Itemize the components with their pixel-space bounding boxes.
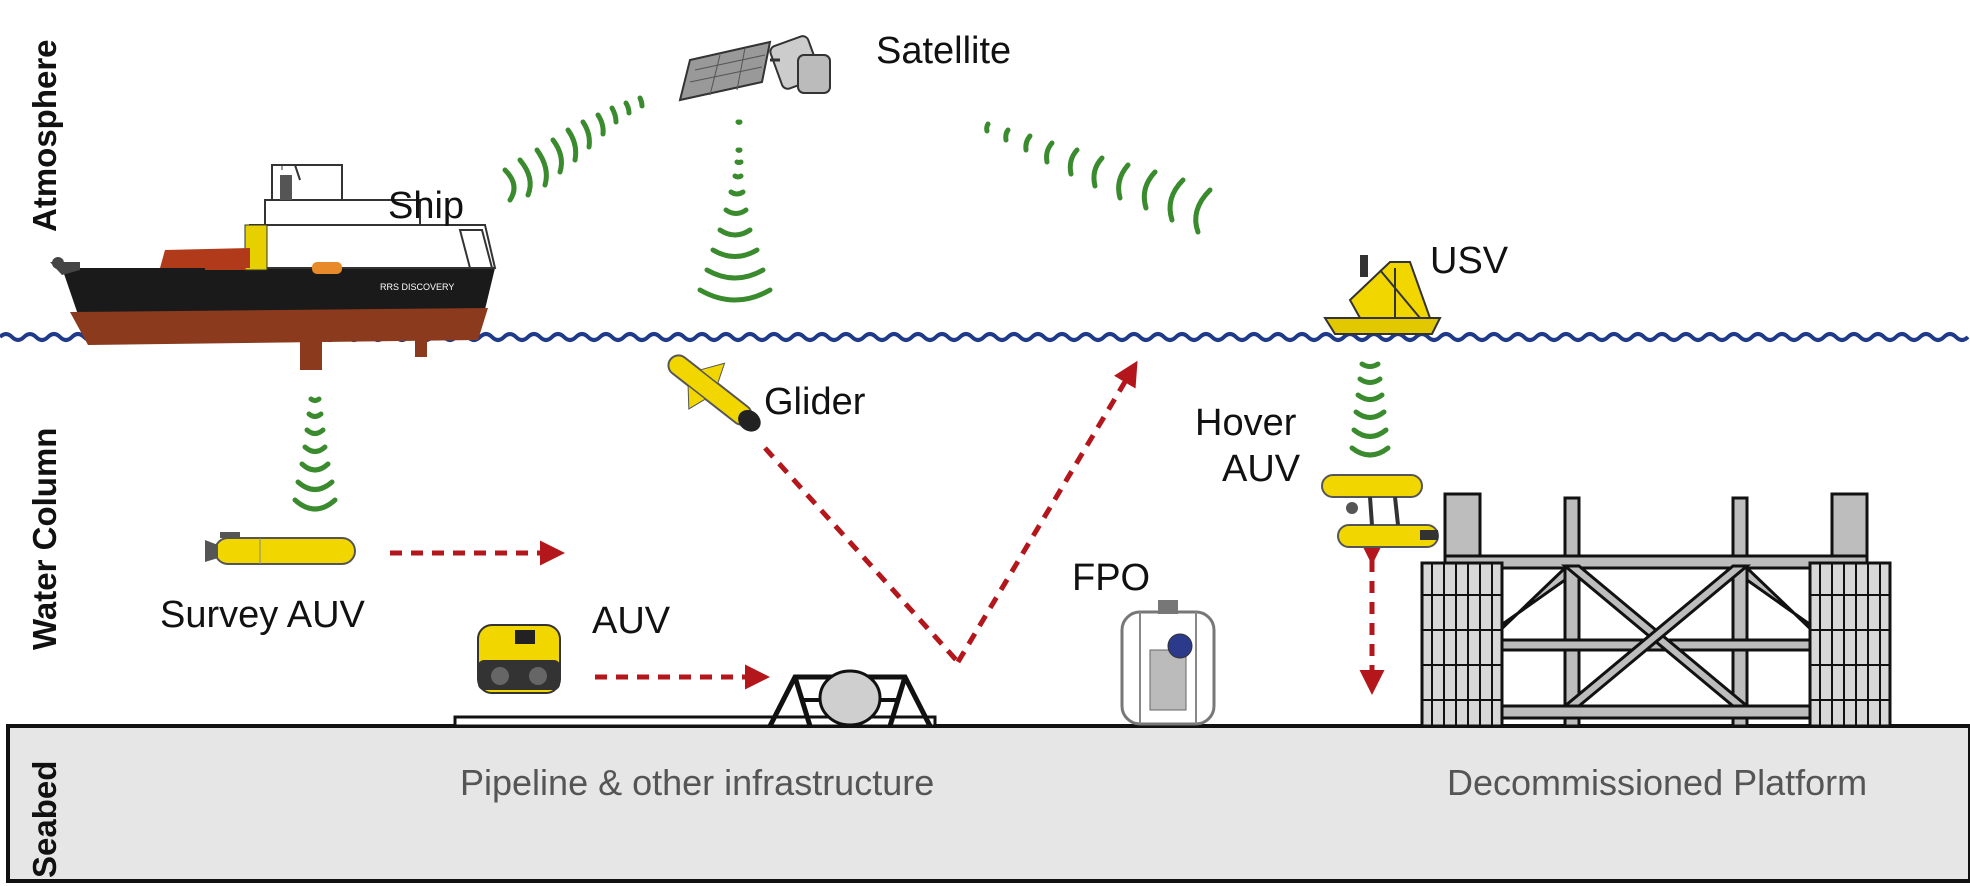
auv-label: AUV: [592, 600, 671, 642]
signal-ship-satellite: [502, 95, 645, 203]
fpo-icon: [1120, 600, 1216, 726]
signal-ship-survey-auv: [292, 396, 338, 512]
hover-auv-label-line2: AUV: [1222, 448, 1301, 490]
survey-auv-label: Survey AUV: [160, 594, 365, 636]
signal-glider-satellite: [697, 119, 773, 303]
hover-auv-icon: [1321, 474, 1439, 548]
zone-label-seabed: Seabed: [26, 760, 63, 878]
signal-usv-hover-auv: [1349, 361, 1391, 458]
usv-label: USV: [1430, 240, 1509, 282]
satellite-icon: [678, 35, 831, 102]
ship-label: Ship: [388, 185, 465, 227]
platform-structure: [1420, 492, 1892, 728]
ship-icon: RRS DISCOVERY: [50, 164, 497, 370]
pipeline-label: Pipeline & other infrastructure: [460, 762, 935, 803]
ship-name-text: RRS DISCOVERY: [380, 282, 454, 292]
signal-usv-satellite: [984, 121, 1213, 235]
platform-label: Decommissioned Platform: [1447, 762, 1868, 803]
pipeline-structure: [453, 669, 937, 728]
glider-label: Glider: [764, 381, 866, 423]
zone-label-atmosphere: Atmosphere: [26, 39, 63, 232]
auv-icon: [477, 624, 561, 694]
glider-icon: [667, 354, 761, 432]
glider-dive-path: [763, 446, 960, 664]
seabed-band: [6, 724, 1970, 883]
survey-auv-icon: [205, 532, 356, 565]
usv-icon: [1323, 255, 1442, 335]
fpo-label: FPO: [1072, 557, 1151, 599]
zone-label-water-column: Water Column: [26, 427, 63, 650]
movement-arrows: [390, 360, 1385, 695]
satellite-label: Satellite: [876, 30, 1012, 72]
glider-ascent-path: [955, 360, 1138, 664]
hover-auv-label-line1: Hover: [1195, 402, 1297, 444]
